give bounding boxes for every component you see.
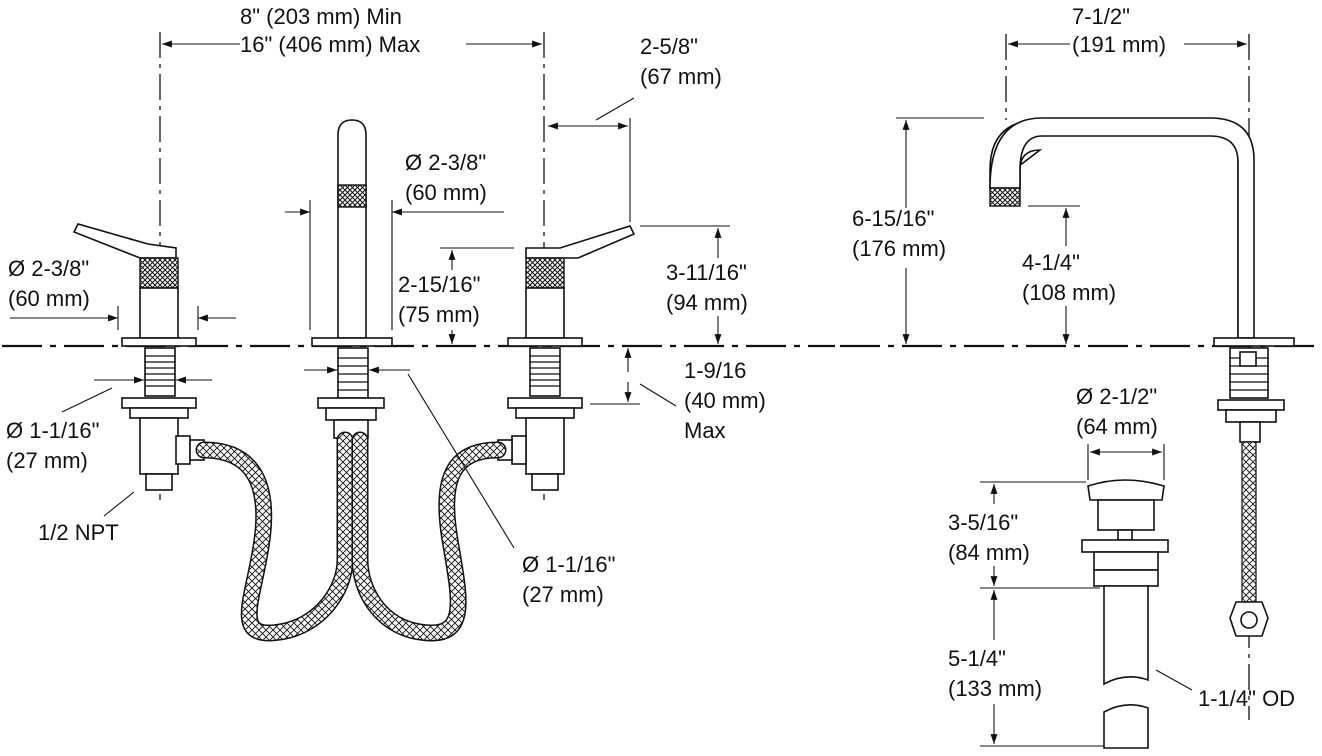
drain-diameter-in: Ø 2-1/2" <box>1076 384 1157 409</box>
lever-height-in: 3-11/16" <box>666 260 747 285</box>
handle-diameter-in: Ø 2-3/8" <box>8 256 89 281</box>
spout-base-height-in: 2-15/16" <box>398 272 480 297</box>
shank-diameter-center-in: Ø 1-1/16" <box>522 552 615 577</box>
spout-height-mm: (176 mm) <box>852 236 946 261</box>
drain-body-mm: (84 mm) <box>948 540 1030 565</box>
drain-assembly <box>1081 479 1169 749</box>
spread-min-label: 8" (203 mm) Min <box>240 4 402 29</box>
spout-diameter-mm: (60 mm) <box>405 180 487 205</box>
left-handle <box>72 223 205 491</box>
lever-reach-in: 2-5/8" <box>640 34 698 59</box>
spread-max-label: 16" (406 mm) Max <box>240 32 420 57</box>
right-handle <box>497 225 636 491</box>
shank-diameter-left-mm: (27 mm) <box>6 448 88 473</box>
tailpiece-od: 1-1/4" OD <box>1198 686 1295 711</box>
center-spout <box>311 119 393 439</box>
dimension-lines <box>10 40 1247 747</box>
supply-hoses <box>195 431 507 642</box>
spout-diameter-in: Ø 2-3/8" <box>405 150 486 175</box>
drain-diameter-mm: (64 mm) <box>1076 414 1158 439</box>
lever-height-mm: (94 mm) <box>666 290 748 315</box>
deck-thickness-in: 1-9/16 <box>684 358 746 383</box>
tailpiece-mm: (133 mm) <box>948 676 1042 701</box>
deck-thickness-mm: (40 mm) <box>684 388 766 413</box>
handle-diameter-mm: (60 mm) <box>8 286 90 311</box>
connection-label: 1/2 NPT <box>38 520 119 545</box>
spout-reach-mm: (191 mm) <box>1072 32 1166 57</box>
deck-thickness-note: Max <box>684 418 726 443</box>
spout-reach-in: 7-1/2" <box>1072 4 1130 29</box>
side-spout <box>989 117 1295 637</box>
drain-body-in: 3-5/16" <box>948 510 1018 535</box>
spout-base-height-mm: (75 mm) <box>398 302 480 327</box>
spout-clearance-mm: (108 mm) <box>1022 280 1116 305</box>
tailpiece-in: 5-1/4" <box>948 646 1006 671</box>
lever-reach-mm: (67 mm) <box>640 64 722 89</box>
spout-height-in: 6-15/16" <box>852 206 934 231</box>
shank-diameter-center-mm: (27 mm) <box>522 582 604 607</box>
shank-diameter-left-in: Ø 1-1/16" <box>6 418 99 443</box>
spout-clearance-in: 4-1/4" <box>1022 250 1080 275</box>
